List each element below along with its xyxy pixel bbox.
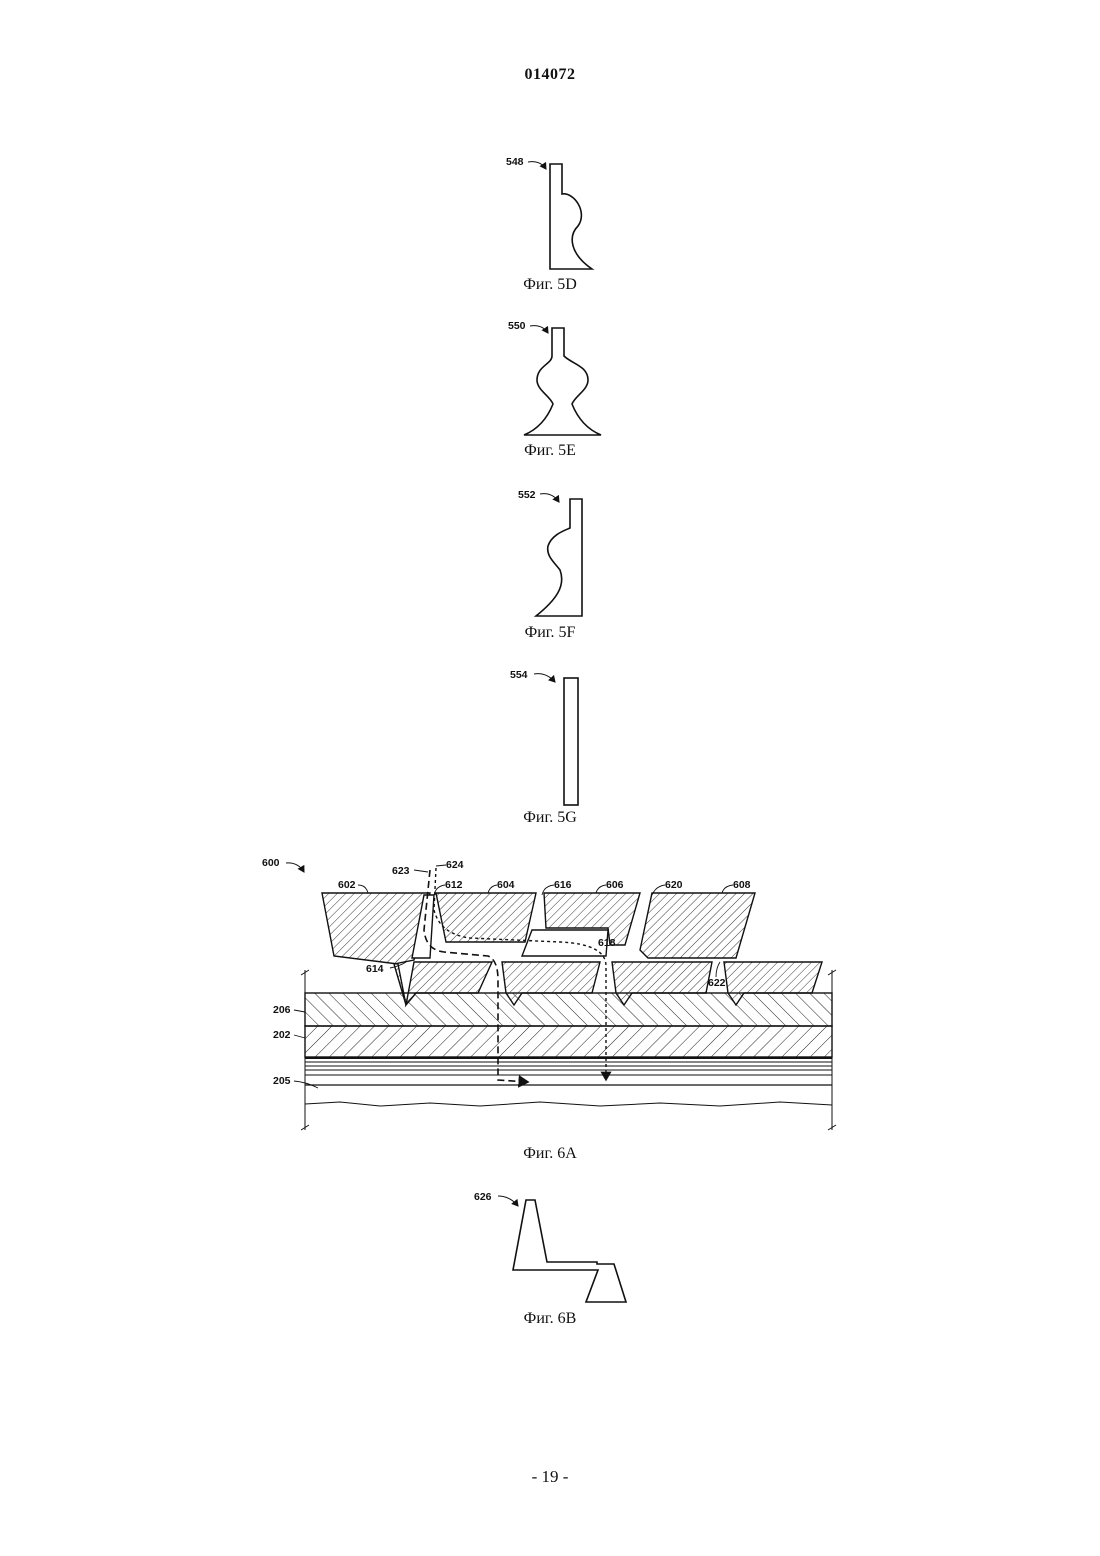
figure-5f-profile: 552 — [518, 489, 582, 616]
caption-fig-5e: Фиг. 5E — [0, 442, 1100, 460]
layer-202 — [305, 1026, 832, 1057]
tile-604 — [436, 893, 536, 942]
page-number: - 19 - — [0, 1467, 1100, 1487]
ref-620: 620 — [665, 879, 683, 891]
ref-623: 623 — [392, 865, 410, 877]
ref-552: 552 — [518, 489, 536, 501]
caption-fig-5g: Фиг. 5G — [0, 809, 1100, 827]
figure-5e-profile: 550 — [508, 320, 601, 435]
ref-604: 604 — [497, 879, 515, 891]
figure-5g-profile: 554 — [510, 669, 578, 805]
slot-618 — [522, 930, 608, 956]
ref-602: 602 — [338, 879, 356, 891]
caption-fig-6a: Фиг. 6A — [0, 1145, 1100, 1163]
ref-618: 618 — [598, 937, 616, 949]
figure-5d-profile: 548 — [506, 156, 592, 269]
ref-614: 614 — [366, 963, 384, 975]
ref-550: 550 — [508, 320, 526, 332]
ref-600: 600 — [262, 857, 280, 869]
figure-6a-cross-section: 600 623 624 602 612 604 616 606 620 608 … — [262, 857, 836, 1130]
layer-206 — [305, 993, 832, 1026]
caption-fig-5f: Фиг. 5F — [0, 624, 1100, 642]
tile-608 — [640, 893, 755, 958]
layer-205 — [305, 1058, 832, 1085]
ref-622: 622 — [708, 977, 726, 989]
ref-606: 606 — [606, 879, 624, 891]
ref-608: 608 — [733, 879, 751, 891]
ref-612: 612 — [445, 879, 463, 891]
caption-fig-5d: Фиг. 5D — [0, 276, 1100, 294]
ref-205: 205 — [273, 1075, 291, 1087]
ref-554: 554 — [510, 669, 528, 681]
ref-616: 616 — [554, 879, 572, 891]
ref-626: 626 — [474, 1191, 492, 1203]
figure-6b-profile: 626 — [474, 1191, 626, 1302]
ref-202: 202 — [273, 1029, 291, 1041]
caption-fig-6b: Фиг. 6B — [0, 1310, 1100, 1328]
ref-548: 548 — [506, 156, 524, 168]
ref-206: 206 — [273, 1004, 291, 1016]
ref-624: 624 — [446, 859, 464, 871]
